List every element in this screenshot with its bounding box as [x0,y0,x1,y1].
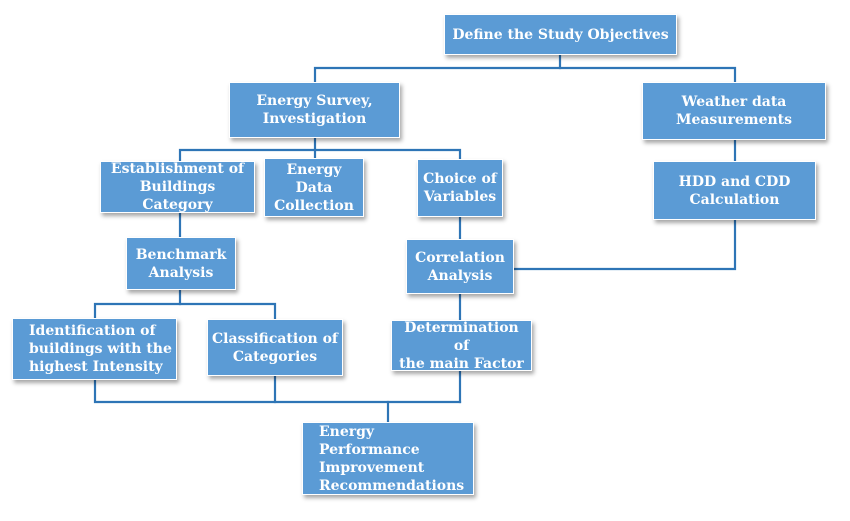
connector-hdd-correlation [510,218,737,271]
connector-bottom-bus [93,378,462,404]
determination-factor-box: Determination of the main Factor [391,320,532,372]
energy-survey-box: Energy Survey, Investigation [229,82,400,138]
weather-data-box: Weather data Measurements [642,82,826,140]
connector-benchmark [93,288,182,321]
hdd-cdd-box: HDD and CDD Calculation [653,161,816,220]
connector-benchmark-classification [178,302,277,322]
correlation-analysis-box: Correlation Analysis [406,239,514,294]
connector-survey-variables [313,148,462,163]
connector-survey [178,136,317,164]
establishment-category-box: Establishment of Buildings Category [100,161,255,213]
identification-buildings-box: Identification of buildings with the hig… [12,318,177,380]
connector-objectives [313,53,562,86]
classification-categories-box: Classification of Categories [207,319,343,376]
choice-variables-box: Choice of Variables [417,159,503,217]
define-objectives-box: Define the Study Objectives [444,14,677,55]
connector-objectives-weather [558,66,737,86]
benchmark-analysis-box: Benchmark Analysis [126,237,236,290]
energy-recommendations-box: Energy Performance Improvement Recommend… [302,422,474,495]
energy-data-collection-box: Energy Data Collection [264,158,364,217]
